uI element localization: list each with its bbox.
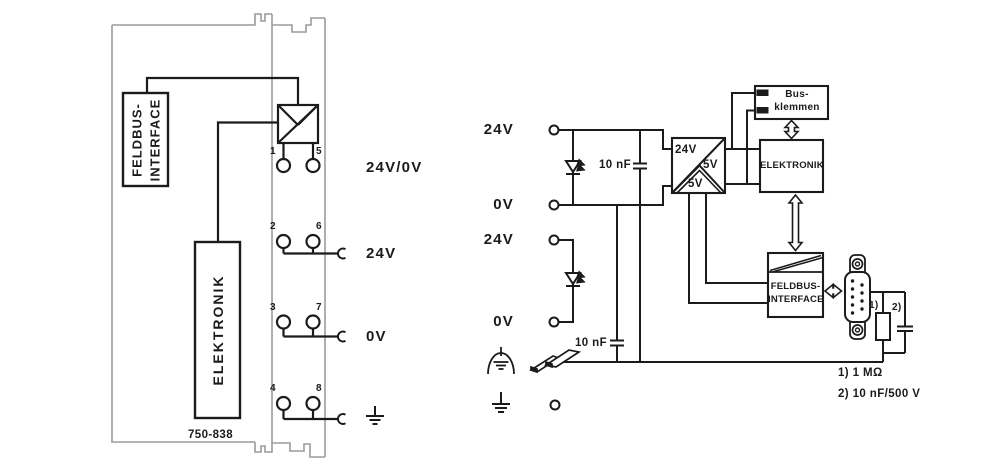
dcdc-output2-label: 5V — [688, 178, 703, 190]
dcdc-converter-block — [670, 136, 727, 195]
elektronik-block-label: ELEKTRONIK — [760, 160, 824, 171]
bus-klemmen-box — [753, 84, 830, 121]
terminal-number-2: 2 — [270, 221, 276, 232]
led-icon-system — [564, 158, 586, 175]
capacitor-bottom-icon — [610, 205, 624, 362]
arrow-elektronik-feldbus-icon — [787, 193, 804, 252]
label-cap-top: 10 nF — [598, 159, 631, 171]
filter-block-icon — [276, 103, 320, 145]
shield-earth-icon — [487, 347, 515, 375]
feldbus-block-line2: INTERFACE — [768, 294, 824, 305]
terminal-number-1: 1 — [270, 146, 276, 157]
footnote-1: 1) 1 MΩ — [838, 367, 883, 379]
ref-capacitor-label: 2) — [892, 302, 902, 313]
terminal-number-3: 3 — [270, 302, 276, 313]
feldbus-line1: FELDBUS- — [128, 102, 144, 177]
shield-network — [870, 291, 913, 362]
footnote-2: 2) 10 nF/500 V — [838, 388, 921, 400]
arrow-feldbus-dsub-icon — [823, 282, 843, 300]
feldbus-interface-block — [766, 251, 825, 319]
label-system-0v: 0V — [493, 196, 514, 213]
dsub9-connector-icon — [844, 254, 871, 340]
terminal-number-7: 7 — [316, 302, 322, 313]
elektronik-block — [758, 138, 825, 194]
part-number-label: 750-838 — [188, 429, 234, 441]
bus-pin-icon — [756, 89, 769, 96]
led-icon-field — [564, 270, 586, 287]
dcdc-input-label: 24V — [675, 144, 697, 156]
schematic-terminal-circles — [548, 124, 561, 411]
bus-klemmen-line2: klemmen — [774, 102, 820, 113]
label-cap-bottom: 10 nF — [574, 337, 607, 349]
socket-contact-icons — [336, 247, 347, 425]
arrow-bus-elektronik-icon — [783, 119, 800, 140]
label-field-24v: 24V — [483, 231, 514, 248]
terminal-number-5: 5 — [316, 146, 322, 157]
label-field-0v: 0V — [493, 313, 514, 330]
data-flow-arrows — [783, 119, 843, 300]
dsub9-pins — [850, 279, 864, 315]
feldbus-interface-box-label: FELDBUS- INTERFACE — [128, 98, 163, 181]
label-out-0v: 0V — [366, 328, 387, 345]
elektronik-box — [193, 240, 242, 420]
dcdc-output1-label: 5V — [703, 159, 718, 171]
feldbus-block-line1: FELDBUS- — [770, 281, 821, 292]
terminal-contacts — [275, 157, 321, 412]
label-out-24v: 24V — [366, 245, 397, 262]
left-module-wires — [145, 76, 338, 421]
terminal-number-8: 8 — [316, 383, 322, 394]
bus-pin-icon — [756, 107, 769, 114]
earth-icon-schematic — [492, 392, 510, 413]
terminal-number-4: 4 — [270, 383, 276, 394]
bus-klemmen-line1: Bus- — [785, 89, 809, 100]
module-housing-outline — [111, 13, 326, 458]
feldbus-interface-box — [121, 91, 170, 188]
isolation-stripe-icon — [769, 254, 822, 272]
earth-icon-left-module — [366, 406, 384, 425]
elektronik-label: ELEKTRONIK — [209, 274, 226, 386]
capacitor-top-icon — [633, 130, 647, 362]
feldbus-line2: INTERFACE — [146, 98, 162, 181]
dcdc-wiring — [688, 92, 768, 304]
elektronik-box-label: ELEKTRONIK — [210, 275, 226, 386]
ref-resistor-label: 1) — [869, 300, 879, 311]
label-supply-24v-0v: 24V/0V — [366, 159, 423, 176]
terminal-number-6: 6 — [316, 221, 322, 232]
shield-clamp-icon — [529, 349, 582, 374]
label-system-24v: 24V — [483, 121, 514, 138]
resistor-icon — [875, 312, 891, 341]
